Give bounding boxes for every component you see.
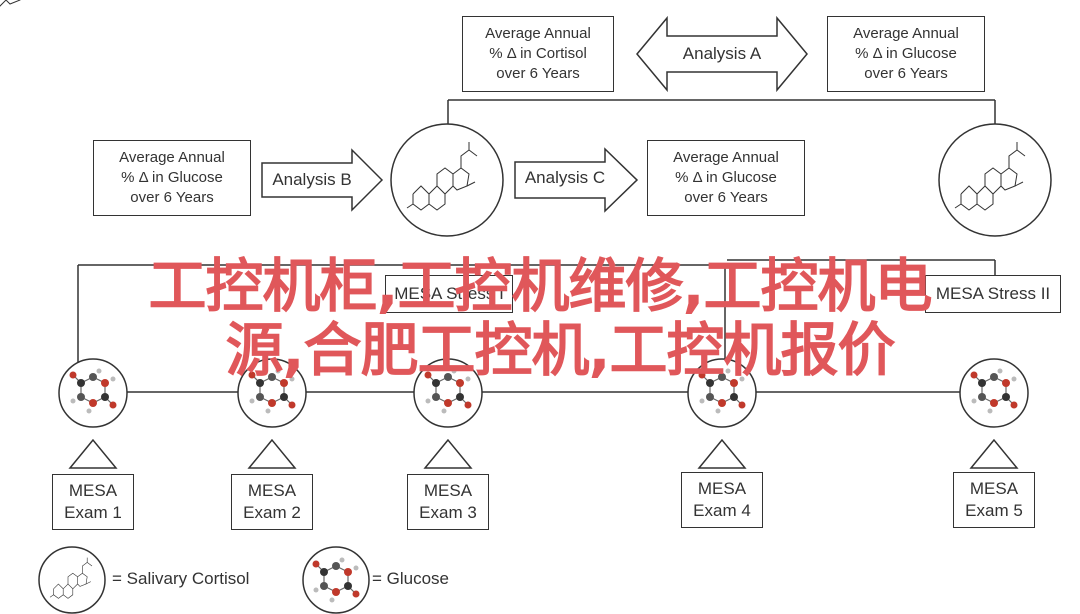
cortisol-molecule-icon [0,0,21,7]
overlay-title-line-1: 工控机柜,工控机维修,工控机电 [148,252,932,320]
analysis-b-arrow [261,148,384,212]
triangle-marker-2 [247,438,297,469]
analysis-c-arrow [514,147,639,213]
triangle-marker-3 [423,438,473,469]
cortisol-molecule-right [954,141,1026,211]
legend-glucose-label: = Glucose [372,569,450,588]
analysis-b-label: Analysis B [272,170,352,189]
glucose-legend-circle [302,546,370,614]
mesa-exam-1-box: MESA Exam 1 [52,474,134,530]
mesa-stress-2-box: MESA Stress II [925,275,1061,313]
glucose-change-box-top: Average Annual % Δ in Glucose over 6 Yea… [827,16,985,92]
analysis-a-label: Analysis A [682,44,762,63]
mesa-exam-2-box: MESA Exam 2 [231,474,313,530]
mesa-stress-1-box: MESA Stress I [385,275,513,313]
legend-cortisol-label: = Salivary Cortisol [112,569,250,588]
mesa-exam-5-box: MESA Exam 5 [953,472,1035,528]
cortisol-molecule-legend [49,557,93,599]
triangle-marker-4 [697,438,747,469]
mesa-exam-4-box: MESA Exam 4 [681,472,763,528]
glucose-change-box-right: Average Annual % Δ in Glucose over 6 Yea… [647,140,805,216]
glucose-change-box-left: Average Annual % Δ in Glucose over 6 Yea… [93,140,251,216]
analysis-a-arrow [636,15,808,93]
glucose-molecule-legend [311,556,361,604]
triangle-marker-5 [969,438,1019,469]
mesa-exam-3-box: MESA Exam 3 [407,474,489,530]
triangle-marker-1 [68,438,118,469]
cortisol-molecule-middle [406,141,478,211]
overlay-title-line-2: 源,合肥工控机,工控机报价 [225,316,895,384]
cortisol-change-box-top: Average Annual % Δ in Cortisol over 6 Ye… [462,16,614,92]
analysis-c-label: Analysis C [524,168,606,187]
